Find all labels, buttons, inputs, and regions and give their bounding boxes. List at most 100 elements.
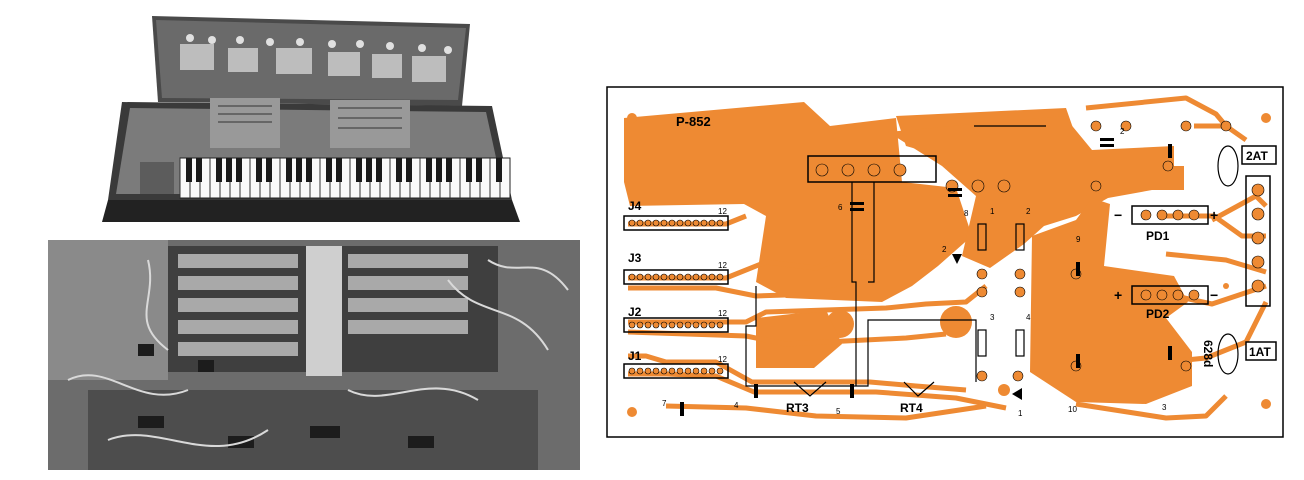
connector-label-j3: J3	[628, 251, 642, 265]
solder-pad	[716, 273, 724, 281]
solder-pad	[668, 273, 676, 281]
solder-pad	[1162, 160, 1174, 172]
fuse-1at-box	[1245, 341, 1277, 361]
solder-pad	[976, 268, 988, 280]
solder-pad	[1180, 120, 1192, 132]
keyboard-black-key	[186, 158, 192, 182]
mounting-holes	[627, 113, 1271, 417]
component-number: 4	[734, 401, 739, 410]
solder-pad	[660, 367, 668, 375]
solder-pad	[1251, 183, 1265, 197]
component-number: 3	[990, 313, 995, 322]
connector-label-j2: J2	[628, 305, 642, 319]
solder-pad	[628, 367, 636, 375]
interior-photo	[48, 240, 580, 470]
solder-pad	[1251, 255, 1265, 269]
plus-sign: +	[1114, 287, 1122, 303]
solder-pad	[684, 321, 692, 329]
solder-pad	[660, 273, 668, 281]
solder-pad	[976, 370, 988, 382]
component-number: 1	[1018, 409, 1023, 418]
keyboard-black-key	[376, 158, 382, 182]
solder-pad	[700, 273, 708, 281]
solder-pad	[867, 163, 881, 177]
solder-pad	[976, 286, 988, 298]
solder-pad	[1156, 209, 1168, 221]
solder-pad	[815, 163, 829, 177]
component-number: 2	[1120, 127, 1125, 136]
keyboard-black-key	[446, 158, 452, 182]
solder-pad	[668, 367, 676, 375]
keyboard-black-key	[406, 158, 412, 182]
solder-pad	[660, 321, 668, 329]
solder-pad	[668, 321, 676, 329]
solder-pad	[644, 367, 652, 375]
solder-pad	[652, 273, 660, 281]
solder-pad	[684, 273, 692, 281]
solder-pad	[716, 367, 724, 375]
solder-pad	[708, 367, 716, 375]
solder-pad	[1014, 268, 1026, 280]
connector-pin-count: 12	[718, 207, 727, 216]
keyboard-black-key	[266, 158, 272, 182]
component-number: 3	[1162, 403, 1167, 412]
keyboard-black-key	[226, 158, 232, 182]
solder-pad	[1172, 209, 1184, 221]
solder-pad	[708, 321, 716, 329]
solder-pad	[636, 273, 644, 281]
solder-pad	[628, 321, 636, 329]
solder-pad	[1012, 370, 1024, 382]
solder-pad	[1156, 289, 1168, 301]
connector-label-j1: J1	[628, 349, 642, 363]
keyboard-black-key	[496, 158, 502, 182]
component-number: 6	[838, 203, 843, 212]
solder-pad	[676, 273, 684, 281]
solder-pad	[1180, 360, 1192, 372]
solder-pad	[676, 321, 684, 329]
solder-pad	[841, 163, 855, 177]
synthesizer-photo	[100, 14, 530, 226]
solder-pad	[652, 367, 660, 375]
solder-pad	[628, 219, 636, 227]
keyboard-black-key	[326, 158, 332, 182]
solder-pad	[1188, 209, 1200, 221]
keyboard-black-key	[286, 158, 292, 182]
minus-sign: −	[1114, 207, 1122, 223]
solder-pad	[676, 219, 684, 227]
solder-pad	[700, 321, 708, 329]
thermistor-label-rt4: RT4	[900, 401, 923, 415]
keyboard-black-key	[366, 158, 372, 182]
solder-pad	[1251, 279, 1265, 293]
keyboard-black-key	[256, 158, 262, 182]
solder-pad	[1014, 286, 1026, 298]
copper-pours	[624, 102, 1192, 404]
solder-pad	[660, 219, 668, 227]
connector-outlines	[623, 155, 1271, 379]
solder-pad	[1172, 289, 1184, 301]
solder-pad	[684, 367, 692, 375]
keyboard-black-key	[196, 158, 202, 182]
solder-pad	[1188, 289, 1200, 301]
solder-pad	[636, 219, 644, 227]
solder-pad	[1220, 120, 1232, 132]
solder-pad	[1090, 120, 1102, 132]
solder-pad	[1251, 207, 1265, 221]
component-number: 9	[1076, 235, 1081, 244]
solder-pad	[636, 367, 644, 375]
solder-pad	[668, 219, 676, 227]
solder-pad	[971, 179, 985, 193]
fuse-label-2at: 2AT	[1246, 149, 1268, 163]
solder-pad	[700, 367, 708, 375]
solder-pad	[652, 321, 660, 329]
component-number: 8	[964, 209, 969, 218]
solder-pad	[893, 163, 907, 177]
connector-pin-count: 12	[718, 261, 727, 270]
fuse-2at-box	[1241, 145, 1277, 165]
connector-pin-count: 12	[718, 309, 727, 318]
trim-pot-label-pd1: PD1	[1146, 229, 1170, 243]
solder-pad	[716, 219, 724, 227]
keyboard-black-key	[236, 158, 242, 182]
solder-pad	[1090, 180, 1102, 192]
solder-pad	[692, 367, 700, 375]
capacitor-marks	[680, 138, 1172, 416]
